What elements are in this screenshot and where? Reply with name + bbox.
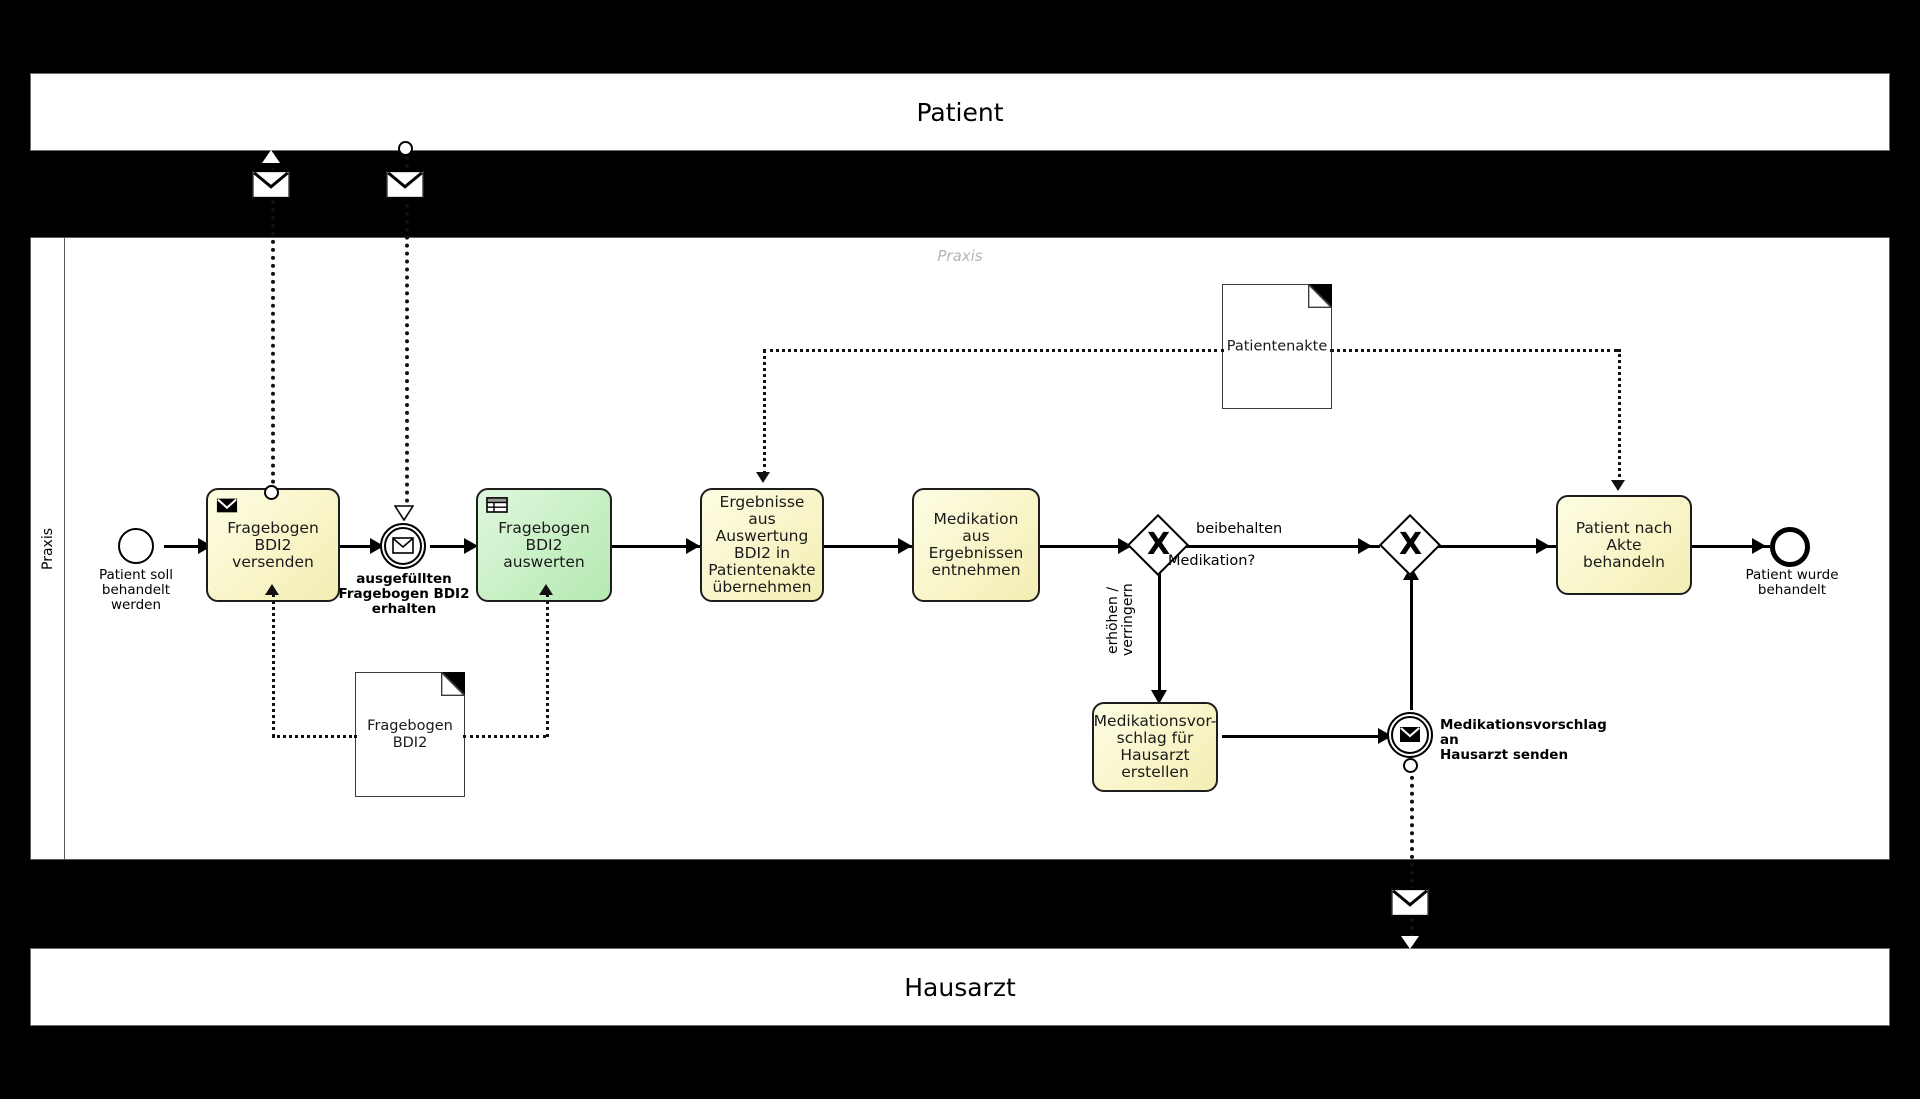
end-event-label: Patient wurde behandelt bbox=[1745, 567, 1839, 598]
task-label: Ergebnisse aus Auswertung BDI2 in Patien… bbox=[708, 493, 816, 596]
envelope-icon bbox=[385, 170, 425, 199]
arrowhead bbox=[1151, 690, 1167, 704]
sequence-flow-t2-to-t3 bbox=[612, 545, 700, 548]
task-medikation-entnehmen[interactable]: Medikation aus Ergebnissen entnehmen bbox=[912, 488, 1040, 602]
association-patientenakte-right-down bbox=[1618, 349, 1621, 483]
message-flow-source-dot bbox=[398, 141, 413, 156]
data-object-label: Patientenakte bbox=[1226, 338, 1328, 354]
sequence-flow-t3-to-t4 bbox=[824, 545, 912, 548]
task-label: Medikation aus Ergebnissen entnehmen bbox=[928, 510, 1024, 579]
envelope-icon bbox=[392, 537, 414, 554]
envelope-icon bbox=[1390, 888, 1430, 917]
folded-corner-icon bbox=[1308, 284, 1332, 308]
message-send-event-label: Medikationsvorschlag an Hausarzt senden bbox=[1440, 717, 1607, 763]
task-label: Patient nach Akte behandeln bbox=[1575, 518, 1673, 571]
folded-corner-icon bbox=[441, 672, 465, 696]
flow-label-erhoehen-verringern: erhöhen / verringern bbox=[1105, 583, 1136, 657]
association-patientenakte-right bbox=[1330, 349, 1618, 352]
intermediate-message-event-label: ausgefüllten Fragebogen BDI2 erhalten bbox=[338, 571, 470, 617]
end-event[interactable] bbox=[1770, 527, 1810, 567]
association-arrowhead bbox=[1611, 480, 1625, 491]
start-event[interactable] bbox=[118, 528, 154, 564]
sequence-flow-g1-to-t5 bbox=[1158, 568, 1161, 698]
arrowhead bbox=[1752, 538, 1766, 554]
sequence-flow-t6-to-end bbox=[1692, 545, 1770, 548]
arrowhead bbox=[464, 538, 478, 554]
association-arrowhead bbox=[265, 584, 279, 595]
sequence-flow-start-to-t1 bbox=[164, 545, 206, 548]
association-patientenakte-left bbox=[763, 349, 1224, 352]
sequence-flow-t4-to-g1 bbox=[1040, 545, 1140, 548]
envelope-icon bbox=[251, 170, 291, 199]
pool-patient-title: Patient bbox=[916, 98, 1004, 127]
message-flow-source-dot bbox=[264, 485, 279, 500]
data-object-fragebogen-bdi2[interactable]: Fragebogen BDI2 bbox=[355, 672, 465, 797]
flow-label-medikation-question: Medikation? bbox=[1168, 553, 1256, 569]
lane-header-praxis: Praxis bbox=[31, 238, 65, 859]
task-label: Medikationsvor- schlag für Hausarzt erst… bbox=[1093, 712, 1217, 781]
sequence-flow-g2-to-t6 bbox=[1434, 545, 1556, 548]
message-flow-source-dot bbox=[1403, 758, 1418, 773]
message-flow-patient-to-msgreceive bbox=[405, 148, 409, 511]
task-fragebogen-versenden[interactable]: Fragebogen BDI2 versenden bbox=[206, 488, 340, 602]
sequence-flow-msgreceive-to-t2 bbox=[430, 545, 475, 548]
lane-label-praxis: Praxis bbox=[39, 527, 56, 570]
message-flow-arrow-down bbox=[1401, 936, 1419, 949]
sequence-flow-t1-to-msgreceive bbox=[340, 545, 380, 548]
association-fragebogen-right bbox=[463, 735, 546, 738]
association-fragebogen-left-up bbox=[272, 594, 275, 737]
association-arrowhead bbox=[756, 472, 770, 483]
sequence-flow-t5-to-msgsend bbox=[1222, 735, 1396, 738]
data-object-label: Fragebogen BDI2 bbox=[367, 717, 453, 751]
data-object-patientenakte[interactable]: Patientenakte bbox=[1222, 284, 1332, 409]
message-flow-arrow-up bbox=[262, 150, 280, 163]
start-event-label: Patient soll behandelt werden bbox=[98, 567, 174, 613]
envelope-filled-icon bbox=[1400, 727, 1420, 742]
association-arrowhead bbox=[539, 584, 553, 595]
task-ergebnisse-uebernehmen[interactable]: Ergebnisse aus Auswertung BDI2 in Patien… bbox=[700, 488, 824, 602]
intermediate-event-inner-ring bbox=[384, 527, 422, 565]
business-rule-table-icon bbox=[486, 497, 508, 513]
pool-patient: Patient bbox=[30, 73, 1890, 151]
task-label: Fragebogen BDI2 auswerten bbox=[498, 518, 590, 571]
pool-hausarzt: Hausarzt bbox=[30, 948, 1890, 1026]
task-fragebogen-auswerten[interactable]: Fragebogen BDI2 auswerten bbox=[476, 488, 612, 602]
task-label: Fragebogen BDI2 versenden bbox=[227, 518, 319, 571]
pool-praxis-caption: Praxis bbox=[937, 247, 983, 265]
association-fragebogen-left bbox=[272, 735, 357, 738]
arrowhead bbox=[898, 538, 912, 554]
flow-label-beibehalten: beibehalten bbox=[1196, 521, 1283, 537]
arrowhead bbox=[1358, 538, 1372, 554]
pool-hausarzt-title: Hausarzt bbox=[904, 973, 1016, 1002]
message-flow-msgsend-to-hausarzt bbox=[1410, 768, 1414, 946]
task-patient-behandeln[interactable]: Patient nach Akte behandeln bbox=[1556, 495, 1692, 595]
sequence-flow-g1-to-g2 bbox=[1180, 545, 1380, 548]
arrowhead bbox=[1536, 538, 1550, 554]
message-flow-t1-to-patient bbox=[271, 152, 275, 492]
association-patientenakte-left-down bbox=[763, 349, 766, 475]
hollow-arrowhead-down-icon bbox=[394, 505, 414, 521]
association-fragebogen-right-up bbox=[546, 594, 549, 737]
gateway-x-symbol: X bbox=[1147, 527, 1171, 562]
envelope-filled-icon bbox=[216, 498, 238, 513]
gateway-x-symbol: X bbox=[1399, 527, 1423, 562]
sequence-flow-msgsend-to-g2 bbox=[1410, 570, 1413, 710]
task-medikationsvorschlag-erstellen[interactable]: Medikationsvor- schlag für Hausarzt erst… bbox=[1092, 702, 1218, 792]
arrowhead bbox=[686, 538, 700, 554]
